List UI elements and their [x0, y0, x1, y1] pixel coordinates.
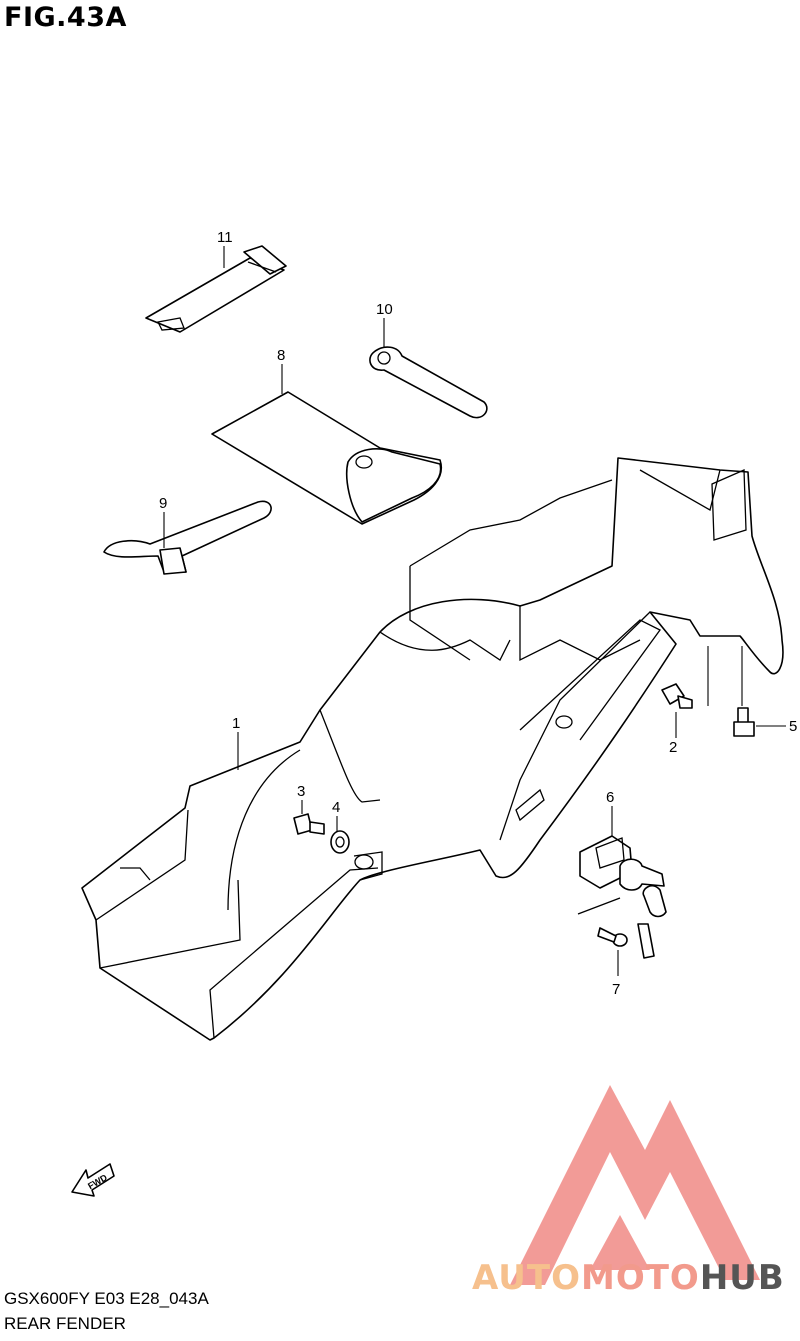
nut-part-4: [330, 830, 350, 854]
callout-8: 8: [277, 347, 285, 364]
model-code: GSX600FY E03 E28_043A: [4, 1289, 209, 1308]
rear-fender-part-1: [81, 457, 784, 1041]
callout-4: 4: [332, 799, 340, 816]
lock-assembly-part-6: [577, 835, 667, 959]
forward-direction-arrow: FWD: [71, 1163, 115, 1197]
watermark-auto: AUTO: [472, 1258, 581, 1298]
screw-part-7: [597, 927, 628, 947]
figure-title: FIG.43A: [4, 2, 127, 33]
callout-11: 11: [217, 229, 233, 246]
callout-6: 6: [606, 789, 614, 806]
spanner-part-10: [369, 346, 488, 419]
callout-5: 5: [789, 718, 797, 735]
callout-10: 10: [376, 301, 393, 318]
watermark-moto: MOTO: [580, 1258, 700, 1298]
watermark-logo: [510, 1085, 760, 1285]
bolt-part-5: [733, 707, 755, 737]
screw-part-3: [293, 813, 325, 835]
bolt-part-2: [661, 683, 693, 709]
leader-lines: [163, 246, 786, 976]
watermark-hub: HUB: [699, 1258, 785, 1298]
hook-wrench-part-9: [103, 500, 272, 575]
callout-1: 1: [232, 715, 240, 732]
strap-part-11: [145, 245, 287, 333]
watermark-brand-text: AUTOMOTOHUB: [472, 1258, 785, 1298]
tool-bag-part-8: [211, 391, 443, 525]
callout-7: 7: [612, 981, 620, 998]
callout-2: 2: [669, 739, 677, 756]
callout-3: 3: [297, 783, 305, 800]
section-name: REAR FENDER: [4, 1314, 126, 1333]
callout-9: 9: [159, 495, 167, 512]
